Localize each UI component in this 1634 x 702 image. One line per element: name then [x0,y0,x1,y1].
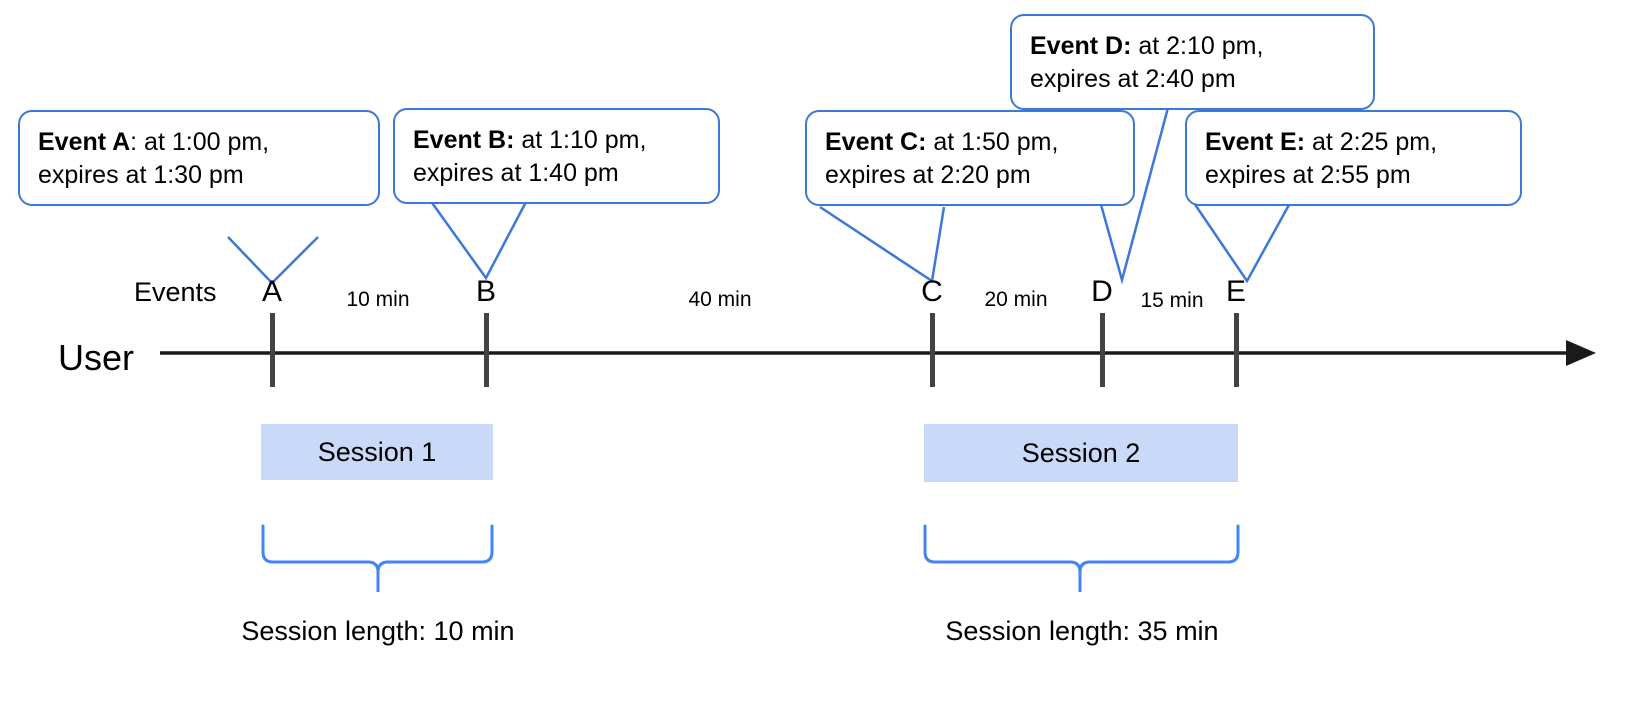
axis-arrowhead [1566,340,1596,366]
gap-label-a-b: 10 min [346,288,410,311]
event-e-callout-tail [1192,202,1292,284]
tick-mark-b [484,313,489,387]
session-1-brace [261,524,494,592]
event-d-callout[interactable]: Event D: at 2:10 pm, expires at 2:40 pm [1010,14,1375,110]
gap-label-d-e: 15 min [1140,289,1204,312]
user-row-label: User [58,337,135,378]
event-e-time-text: at 2:25 pm, [1305,128,1438,156]
event-c-callout[interactable]: Event C: at 1:50 pm, expires at 2:20 pm [805,110,1135,206]
tick-label-e: E [1225,275,1246,308]
tick-label-a: A [261,275,282,308]
gap-label-c-d: 20 min [984,288,1048,311]
event-e-line-1: Event E: at 2:25 pm, [1205,126,1504,159]
event-d-line-2: expires at 2:40 pm [1030,65,1236,93]
tick-label-c: C [921,275,943,308]
tick-mark-a [270,313,275,387]
tick-mark-e [1234,313,1239,387]
event-a-callout[interactable]: Event A: at 1:00 pm, expires at 1:30 pm [18,110,380,206]
event-b-line-1: Event B: at 1:10 pm, [413,124,702,157]
event-d-time-text: at 2:10 pm, [1131,32,1264,60]
event-c-line-1: Event C: at 1:50 pm, [825,126,1117,159]
events-row-label: Events [134,277,217,307]
timeline-axis [160,340,1596,366]
session-1-length-caption: Session length: 10 min [241,616,515,646]
event-a-line-1: Event A: at 1:00 pm, [38,126,362,159]
tick-label-d: D [1091,275,1113,308]
event-c-callout-tail [819,205,946,284]
event-b-callout[interactable]: Event B: at 1:10 pm, expires at 1:40 pm [393,108,720,204]
session-2-length-caption: Session length: 35 min [945,616,1219,646]
event-e-callout[interactable]: Event E: at 2:25 pm, expires at 2:55 pm [1185,110,1522,206]
event-b-callout-tail [428,199,529,281]
event-d-title: Event D: [1030,32,1132,60]
tick-mark-c [930,313,935,387]
event-c-time-text: at 1:50 pm, [926,128,1059,156]
event-c-title: Event C: [825,128,927,156]
tick-label-b: B [475,275,496,308]
event-b-line-2: expires at 1:40 pm [413,159,619,187]
tick-mark-d [1100,313,1105,387]
event-a-title: Event A [38,128,131,156]
event-b-title: Event B: [413,126,515,154]
event-a-line-2: expires at 1:30 pm [38,161,244,189]
event-e-line-2: expires at 2:55 pm [1205,161,1411,189]
event-d-line-1: Event D: at 2:10 pm, [1030,30,1357,63]
event-a-time-text: : at 1:00 pm, [130,128,270,156]
gap-label-b-c: 40 min [688,288,752,311]
session-1-box[interactable]: Session 1 [261,424,493,480]
event-c-line-2: expires at 2:20 pm [825,161,1031,189]
session-2-brace [923,524,1240,592]
event-e-title: Event E: [1205,128,1306,156]
session-2-box[interactable]: Session 2 [924,424,1238,482]
event-b-time-text: at 1:10 pm, [514,126,647,154]
